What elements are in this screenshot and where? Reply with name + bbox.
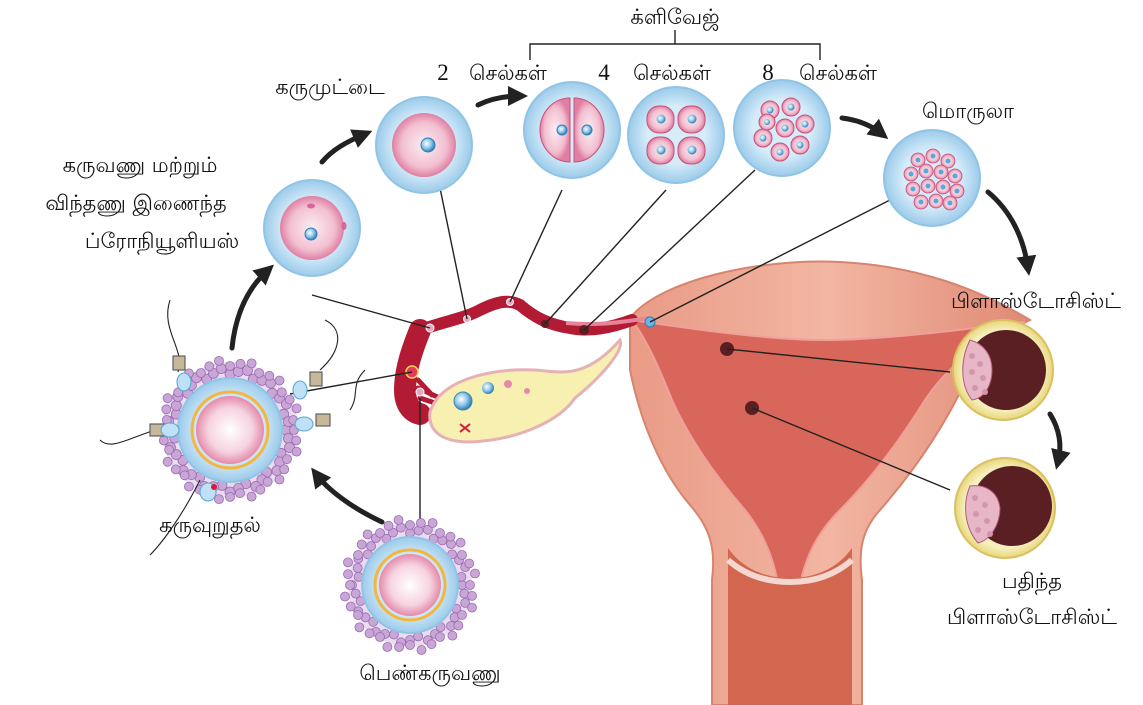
corona-cell [292,436,301,445]
cells-4-number: 4 [598,60,610,85]
pronuclei-label-line2: விந்தணு இணைந்த [45,191,226,217]
corona-cell [247,492,256,501]
corona-cell [416,519,425,528]
corona-cell [165,445,174,454]
corona-cell [355,623,364,632]
corona-cell [428,519,437,528]
pronuclei-label-line3: ப்ரோநியூளியஸ் [85,229,239,255]
corona-cell [406,521,415,530]
corona-cell [341,592,350,601]
corona-cell [395,643,404,652]
corona-cell [163,394,172,403]
corona-cell [383,643,392,652]
pronuclei-cell [264,180,360,276]
cells-2-label: செல்கள் [469,61,547,85]
corona-cell [292,404,301,413]
corona-cell [466,581,475,590]
corona-cell [436,633,445,642]
corona-cell [159,436,168,445]
corona-cell [344,558,353,567]
two-cell-embryo [524,82,620,178]
cells-2-number: 2 [437,60,449,85]
corona-cell [471,569,480,578]
morula-cell [884,130,980,226]
implanted-blastocyst-label-line2: பிளாஸ்டோசிஸ்ட் [947,605,1117,629]
corona-cell [226,362,235,371]
zygote-cell [376,97,472,193]
blastocyst-label: பிளாஸ்டோசிஸ்ட் [951,289,1121,313]
corona-cell [236,359,245,368]
corona-cell [346,602,355,611]
fertilization-label: கருவுறுதல் [159,513,261,539]
corona-cell [468,603,477,612]
corona-cell [384,521,393,530]
corona-cell [436,529,445,538]
corona-cell [263,477,272,486]
corona-cell [406,641,415,650]
corona-cell [468,591,477,600]
corona-cell [376,633,385,642]
cleavage-label: க்ளிவேஜ் [630,5,719,31]
corona-cell [458,551,467,560]
corona-cell [357,540,366,549]
corona-cell [417,646,426,655]
cells-8-label: செல்கள் [799,61,877,85]
corona-cell [285,395,294,404]
corona-cell [353,564,362,573]
corona-cell [280,465,289,474]
corona-cell [363,530,372,539]
eight-cell-embryo [734,80,830,176]
corona-cell [265,371,274,380]
corona-cell [275,376,284,385]
corona-cell [446,532,455,541]
corona-cell [215,495,224,504]
corona-cell [283,455,292,464]
corona-cell [275,475,284,484]
morula-label: மொருலா [922,99,1014,124]
corona-cell [292,447,301,456]
four-cell-embryo [628,87,724,183]
corona-cell [344,570,353,579]
corona-cell [465,559,474,568]
corona-cell [255,369,264,378]
zygote-label: கருமுட்டை [275,75,385,100]
corona-cell [346,581,355,590]
corona-cell [196,369,205,378]
corona-cell [226,493,235,502]
corona-cell [180,471,189,480]
corona-cell [448,631,457,640]
corona-cell [247,359,256,368]
corona-cell [354,551,363,560]
cells-8-number: 8 [762,60,774,85]
corona-cell [354,611,363,620]
corona-cell [256,485,265,494]
cells-4-label: செல்கள் [633,61,711,85]
corona-cell [171,465,180,474]
corona-cell [162,405,171,414]
corona-cell [171,401,181,411]
corona-cell [184,482,193,491]
pronuclei-label-line1: கருவணு மற்றும் [63,153,218,178]
ovary [430,340,621,442]
corona-cell [456,538,465,547]
ovum-label: பெண்கருவணு [359,661,500,686]
blastocyst-cell [953,320,1053,420]
implanted-blastocyst-label-line1: பதிந்த [1002,569,1062,595]
corona-cell [376,529,385,538]
corona-cell [277,388,286,397]
corona-cell [351,589,360,598]
corona-cell [236,489,245,498]
corona-cell [205,362,214,371]
corona-cell [215,356,224,365]
corona-cell [454,621,463,630]
implanted-blastocyst-cell [955,458,1055,558]
corona-cell [427,640,436,649]
corona-cell [458,611,467,620]
corona-cell [394,516,403,525]
corona-cell [163,457,172,466]
corona-cell [365,629,374,638]
ovum-cell [341,516,480,655]
corona-cell [367,542,376,551]
